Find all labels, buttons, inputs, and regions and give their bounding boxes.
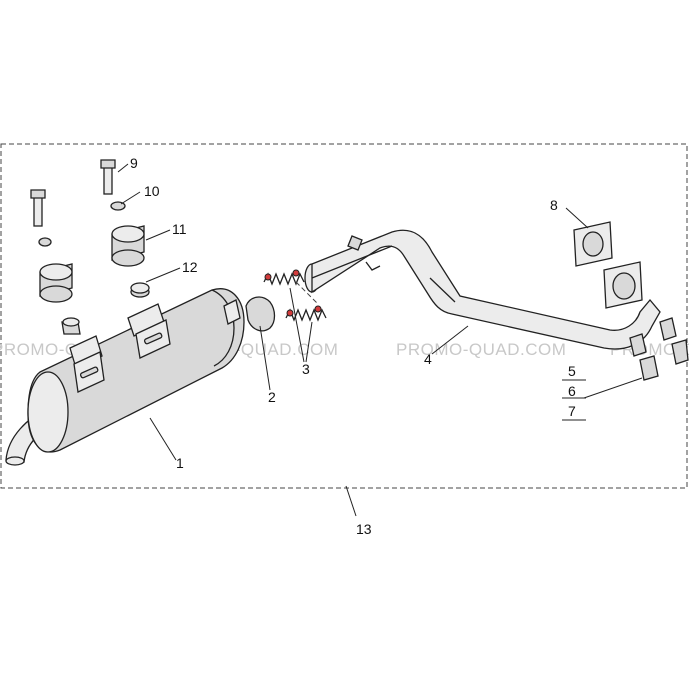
callout-6: 6 — [568, 383, 576, 399]
assembly-boundary — [0, 143, 688, 489]
callout-8: 8 — [550, 197, 558, 213]
callout-12: 12 — [182, 259, 198, 275]
callout-2: 2 — [268, 389, 276, 405]
flange-8 — [573, 221, 643, 309]
callout-13: 13 — [356, 521, 372, 537]
watermark-3: PROMO-QUAD.COM — [396, 340, 566, 359]
left-mount-stack — [30, 189, 81, 335]
springs-3 — [263, 269, 327, 322]
callout-1: 1 — [176, 455, 184, 471]
leader-lines — [117, 163, 643, 517]
callout-10: 10 — [144, 183, 160, 199]
gasket-2 — [245, 296, 276, 332]
callout-3: 3 — [302, 361, 310, 377]
callout-4: 4 — [424, 351, 432, 367]
callout-11: 11 — [172, 221, 187, 237]
right-mount-stack — [100, 159, 150, 298]
bolt-9 — [103, 165, 113, 195]
callout-5: 5 — [568, 363, 576, 379]
callout-9: 9 — [130, 155, 138, 171]
callout-7: 7 — [568, 403, 576, 419]
flange-fasteners — [629, 317, 689, 381]
muffler — [5, 288, 245, 466]
